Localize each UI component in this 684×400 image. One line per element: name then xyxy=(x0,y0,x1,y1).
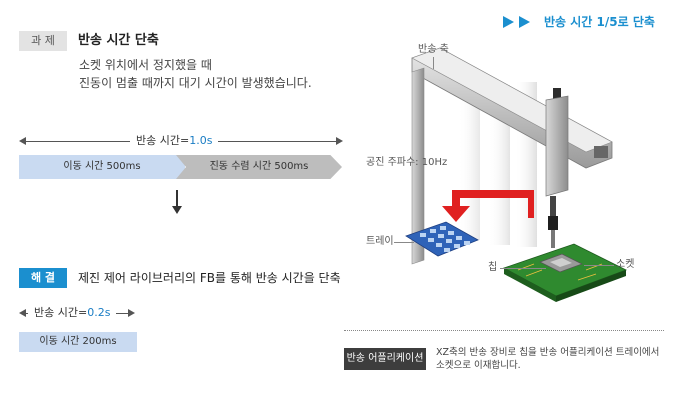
label-chip: 칩 xyxy=(488,262,498,273)
z-shaft xyxy=(550,196,556,216)
z-motor xyxy=(553,88,561,100)
after-total-value: 0.2s xyxy=(87,306,111,319)
application-description: XZ축의 반송 장비로 칩을 반송 어플리케이션 트레이에서 소켓으로 이재합니… xyxy=(436,346,664,372)
transfer-arrow-icon xyxy=(442,190,532,222)
down-arrow-stem xyxy=(176,190,178,208)
z-axis-column xyxy=(545,95,569,197)
pcb-board-edge-left xyxy=(504,268,556,302)
label-tray: 트레이 xyxy=(366,236,394,247)
pcb-board-edge-right xyxy=(556,270,626,302)
task-title: 반송 시간 단축 xyxy=(78,33,159,48)
before-total-value: 1.0s xyxy=(189,134,213,147)
pickup-nozzle xyxy=(551,230,555,248)
application-badge: 반송 어플리케이션 xyxy=(344,348,426,370)
label-socket: 소켓 xyxy=(616,259,635,270)
after-left-arrow-icon xyxy=(19,309,26,317)
timeline-left-arrow-icon xyxy=(19,137,26,145)
before-total-time: 반송 시간=1.0s xyxy=(130,134,219,148)
before-move-time-bar: 이동 시간 500ms xyxy=(19,155,185,179)
headline-chevron-icon-2 xyxy=(519,16,530,28)
down-arrow-icon xyxy=(172,206,182,214)
before-total-prefix: 반송 시간= xyxy=(136,134,190,147)
task-desc-line-1: 소켓 위치에서 정지했을 때 xyxy=(79,58,212,72)
motion-ghost xyxy=(458,90,480,240)
app-desc-line-2: 소켓으로 이재합니다. xyxy=(436,360,521,371)
chip xyxy=(550,258,572,267)
solution-text: 제진 제어 라이브러리의 FB를 통해 반송 시간을 단축 xyxy=(78,271,341,285)
after-move-time-bar: 이동 시간 200ms xyxy=(19,332,137,352)
label-chip-leader xyxy=(500,268,546,269)
task-description: 소켓 위치에서 정지했을 때 진동이 멈출 때까지 대기 시간이 발생했습니다. xyxy=(79,56,312,92)
task-desc-line-2: 진동이 멈출 때까지 대기 시간이 발생했습니다. xyxy=(79,76,312,90)
divider-dotted xyxy=(344,330,664,331)
label-tray-leader xyxy=(394,242,414,243)
before-settle-time-bar: 진동 수렴 시간 500ms xyxy=(176,155,342,179)
rail-end-cap xyxy=(594,146,608,158)
pickup-head xyxy=(548,216,558,230)
motion-ghost xyxy=(488,85,510,245)
solution-badge: 해 결 xyxy=(19,268,67,288)
transfer-machine-illustration xyxy=(405,47,628,302)
headline-chevron-icon-1 xyxy=(503,16,514,28)
label-axis: 반송 축 xyxy=(418,44,449,55)
tray xyxy=(405,221,479,257)
app-desc-line-1: XZ축의 반송 장비로 칩을 반송 어플리케이션 트레이에서 xyxy=(436,347,660,358)
task-badge: 과 제 xyxy=(19,31,67,51)
transfer-arrow-tail xyxy=(528,190,534,218)
left-post xyxy=(411,67,425,265)
label-resonance: 공진 주파수: 10Hz xyxy=(366,157,448,168)
tray-chips xyxy=(420,226,470,252)
after-total-prefix: 반송 시간= xyxy=(34,306,88,319)
x-axis-rail-top xyxy=(411,47,613,153)
after-total-time: 반송 시간=0.2s xyxy=(28,306,117,320)
headline: 반송 시간 1/5로 단축 xyxy=(544,15,655,29)
label-socket-leader xyxy=(584,265,614,266)
timeline-right-arrow-icon xyxy=(336,137,343,145)
label-axis-leader xyxy=(433,57,434,69)
after-right-arrow-icon xyxy=(128,309,135,317)
